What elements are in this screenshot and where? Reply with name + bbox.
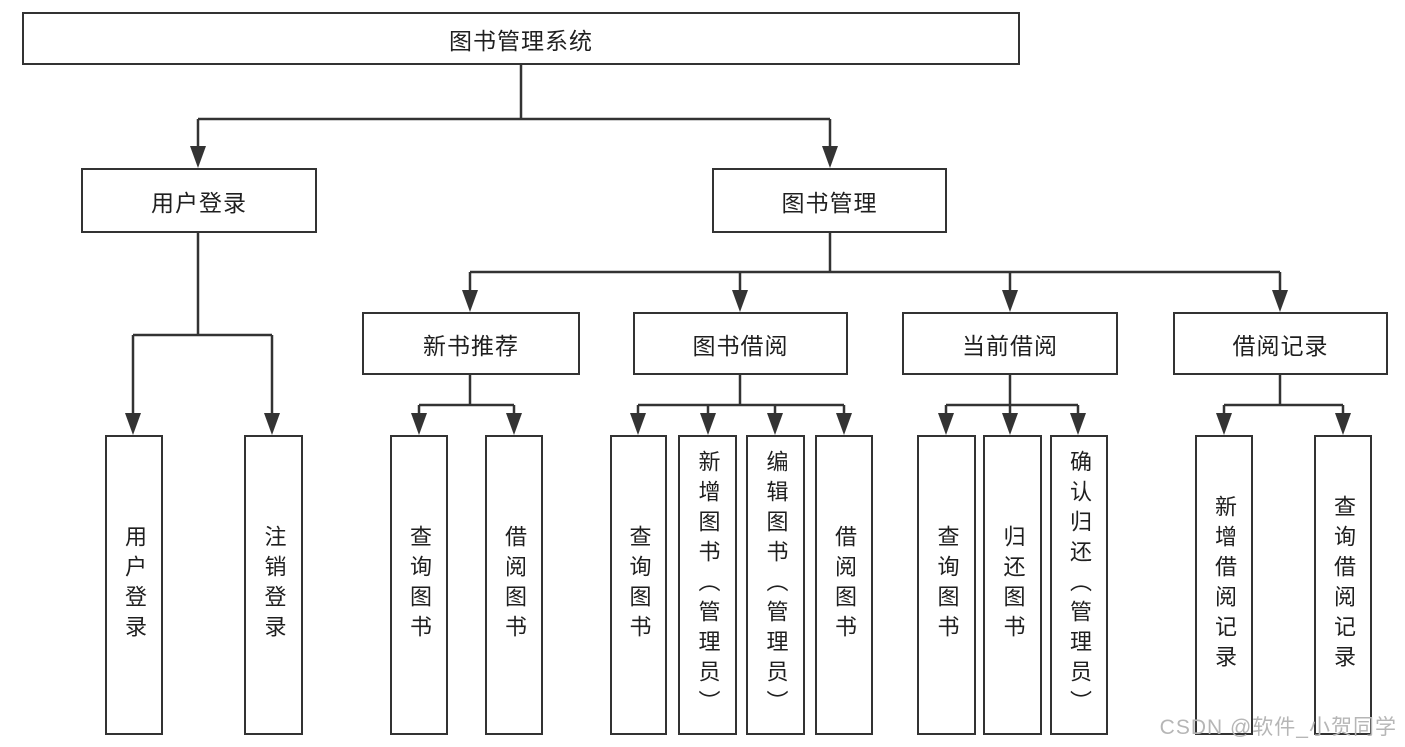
node-label: 图书借阅	[692, 332, 789, 359]
node-label: 借阅记录	[1232, 332, 1329, 359]
node-label: 查询图书	[626, 525, 652, 645]
csdn-watermark: CSDN @软件_小贺同学	[1159, 716, 1397, 739]
node-user-login-action: 用户登录	[105, 435, 163, 735]
node-label: 新增图书（管理员）	[695, 450, 721, 720]
node-add-borrow-record: 新增借阅记录	[1195, 435, 1253, 735]
node-book-management: 图书管理	[712, 168, 947, 233]
node-label: 图书管理系统	[449, 27, 593, 54]
node-label: 查询图书	[934, 525, 960, 645]
node-new-book-recommendation: 新书推荐	[362, 312, 580, 375]
node-library-management-system: 图书管理系统	[22, 12, 1020, 65]
node-query-books-current: 查询图书	[917, 435, 976, 735]
node-borrow-books-recommend: 借阅图书	[485, 435, 543, 735]
node-label: 图书管理	[781, 189, 878, 216]
node-borrowing-records: 借阅记录	[1173, 312, 1388, 375]
node-label: 借阅图书	[502, 525, 527, 645]
node-confirm-return-admin: 确认归还（管理员）	[1050, 435, 1108, 735]
node-user-login: 用户登录	[81, 168, 317, 233]
node-label: 归还图书	[1000, 525, 1026, 645]
node-query-books-recommend: 查询图书	[390, 435, 448, 735]
node-book-borrowing: 图书借阅	[633, 312, 848, 375]
node-return-books: 归还图书	[983, 435, 1042, 735]
node-label: 新书推荐	[423, 332, 519, 359]
node-query-books-borrow: 查询图书	[610, 435, 667, 735]
node-label: 借阅图书	[832, 525, 857, 645]
node-label: 编辑图书（管理员）	[763, 450, 789, 720]
node-label: 查询图书	[407, 525, 432, 645]
node-label: 注销登录	[261, 525, 287, 645]
node-label: 新增借阅记录	[1212, 495, 1237, 675]
node-query-borrow-record: 查询借阅记录	[1314, 435, 1372, 735]
node-add-books-admin: 新增图书（管理员）	[678, 435, 737, 735]
arrowheads	[125, 146, 1351, 435]
node-label: 查询借阅记录	[1331, 495, 1356, 675]
node-borrow-books: 借阅图书	[815, 435, 873, 735]
node-label: 用户登录	[122, 525, 147, 645]
node-label: 确认归还（管理员）	[1067, 450, 1092, 720]
node-logout: 注销登录	[244, 435, 303, 735]
node-current-borrowing: 当前借阅	[902, 312, 1118, 375]
node-edit-books-admin: 编辑图书（管理员）	[746, 435, 805, 735]
node-label: 当前借阅	[962, 332, 1058, 359]
node-label: 用户登录	[151, 189, 247, 216]
